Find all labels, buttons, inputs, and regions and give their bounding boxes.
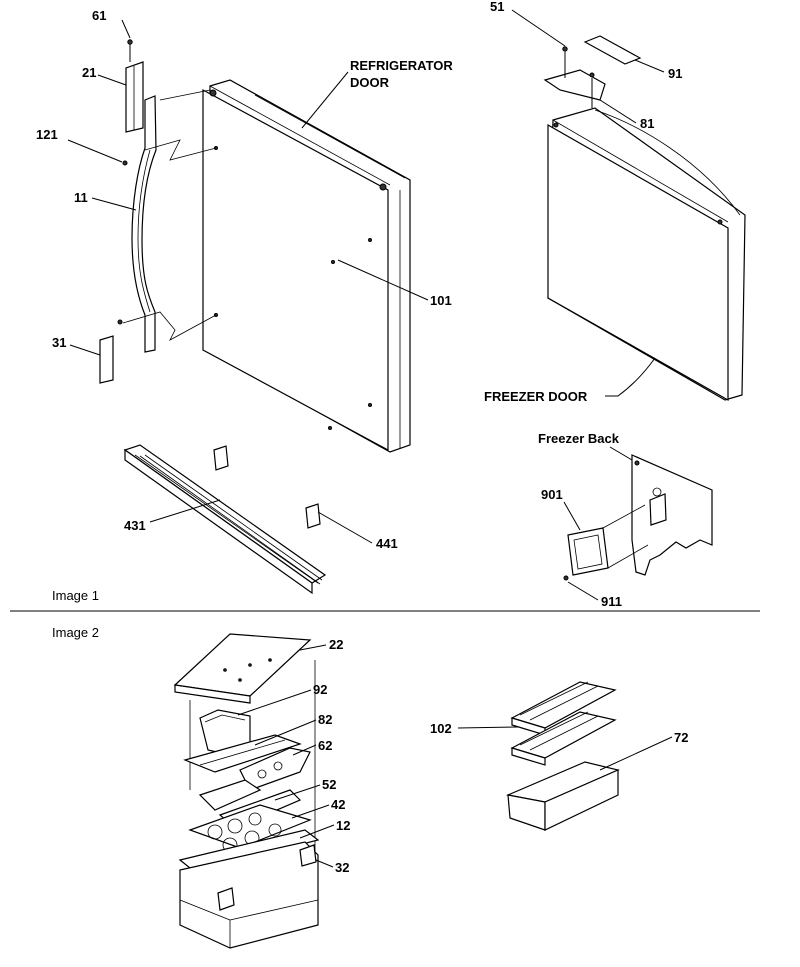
freezer-back [563,454,713,581]
callout-51: 51 [490,0,504,14]
callout-72: 72 [674,730,688,745]
callout-42: 42 [331,797,345,812]
callout-911: 911 [601,594,622,609]
callout-32: 32 [335,860,349,875]
label-refrigerator-door-line2: DOOR [350,75,390,90]
callout-31: 31 [52,335,66,350]
callout-11: 11 [74,190,88,205]
door-handle [99,39,217,384]
caption-image-1: Image 1 [52,588,99,603]
label-freezer-back: Freezer Back [538,431,620,446]
callout-62: 62 [318,738,332,753]
callout-12: 12 [336,818,350,833]
callout-102: 102 [430,721,452,736]
callout-92: 92 [313,682,327,697]
ice-trays-and-bin [505,681,620,831]
callout-121: 121 [36,127,58,142]
callout-82: 82 [318,712,332,727]
grille [123,444,327,595]
door-bins-assembly [173,633,320,949]
callout-61: 61 [92,8,106,23]
caption-image-2: Image 2 [52,625,99,640]
callout-81: 81 [640,116,654,131]
label-freezer-door: FREEZER DOOR [484,389,588,404]
label-refrigerator-door-line1: REFRIGERATOR [350,58,453,73]
freezer-door [547,107,746,402]
callout-441: 441 [376,536,398,551]
callout-431: 431 [124,518,146,533]
callout-901: 901 [541,487,563,502]
refrigerator-door [202,79,411,453]
callout-52: 52 [322,777,336,792]
callout-101: 101 [430,293,452,308]
leader-lines [67,9,673,868]
callout-91: 91 [668,66,682,81]
callout-22: 22 [329,637,343,652]
freezer-hinge [543,35,642,108]
callout-21: 21 [82,65,96,80]
